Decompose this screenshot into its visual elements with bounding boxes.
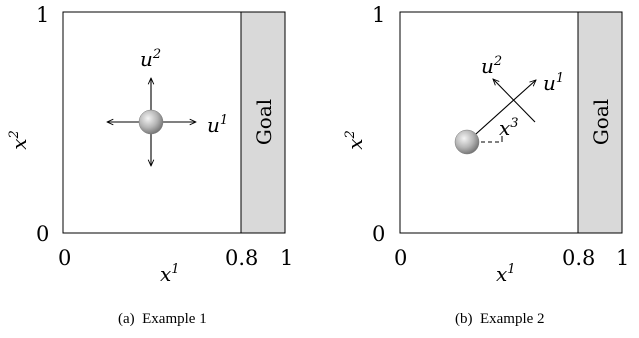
x-tick-1: 1 [616, 246, 629, 270]
y-axis-label: x2 [7, 130, 31, 150]
arrow-u2 [493, 79, 536, 123]
caption-b: (b) Example 2 [455, 311, 545, 327]
u1-label: u1 [207, 113, 228, 137]
goal-label: Goal [589, 99, 613, 145]
u1-label: u1 [543, 71, 564, 95]
x-tick-1: 1 [280, 246, 293, 270]
x-tick-0.8: 0.8 [562, 246, 595, 270]
y-tick-0: 0 [372, 222, 385, 246]
arrow-u1 [466, 80, 536, 143]
y-axis-label: x2 [343, 130, 367, 150]
y-tick-0: 0 [36, 222, 49, 246]
x-tick-0.8: 0.8 [225, 246, 258, 270]
y-tick-1: 1 [36, 3, 49, 27]
caption-a: (a) Example 1 [118, 311, 207, 327]
plot-frame [399, 11, 623, 234]
goal-region [578, 12, 622, 233]
panel-b: Goal 1 0 0 0.8 1 x1 x2 u2 u1 x3 (b) Exam… [343, 3, 629, 327]
agent-ball [138, 109, 164, 135]
x-axis-label: x1 [496, 262, 516, 286]
agent-ball [454, 129, 480, 155]
x-tick-0: 0 [394, 246, 407, 270]
x-axis-label: x1 [160, 262, 180, 286]
panel-a: Goal 1 0 0 0.8 1 x1 x2 u2 u1 (a) Example… [7, 3, 293, 327]
goal-label: Goal [252, 99, 276, 145]
goal-region [241, 12, 285, 233]
u2-label: u2 [481, 54, 502, 78]
u2-label: u2 [140, 47, 161, 71]
y-tick-1: 1 [372, 3, 385, 27]
x3-label: x3 [499, 116, 519, 140]
x-tick-0: 0 [58, 246, 71, 270]
plot-frame [62, 11, 286, 234]
